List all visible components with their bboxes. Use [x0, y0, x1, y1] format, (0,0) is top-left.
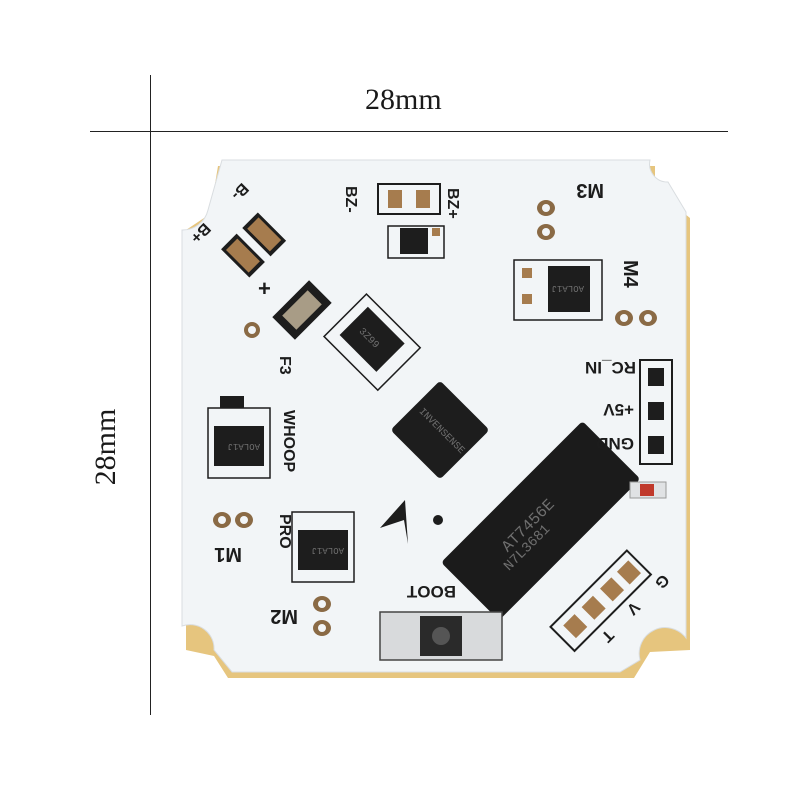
vtx-pads	[549, 549, 653, 653]
rc-in-pads	[639, 359, 673, 465]
motor-pad-m1	[213, 512, 253, 528]
status-led	[629, 481, 667, 499]
label-pro: PRO	[276, 514, 293, 549]
mosfet-m3	[513, 259, 603, 321]
label-m3: M3	[576, 179, 604, 201]
motor-pad-m2	[313, 596, 331, 636]
label-rc-in: RC_IN	[585, 358, 636, 377]
label-boot: BOOT	[406, 582, 456, 601]
label-whoop: WHOOP	[280, 410, 297, 473]
label-gnd: GND	[596, 434, 634, 453]
label-plus5v: +5V	[603, 400, 634, 419]
chip-text-mosfet-c: AOLA1J	[312, 545, 344, 555]
hole-left	[244, 322, 260, 338]
capacitor	[272, 280, 332, 340]
mosfet-left-lower	[291, 511, 355, 583]
label-bz-minus: BZ-	[342, 186, 359, 213]
label-m1: M1	[214, 543, 242, 565]
dimension-line-horizontal	[90, 131, 728, 132]
buzzer-transistor	[387, 225, 445, 259]
mosfet-left-upper	[207, 396, 271, 479]
osd-chip	[442, 422, 639, 619]
dimension-line-vertical	[150, 75, 151, 715]
width-dimension-label: 28mm	[365, 83, 442, 116]
label-plus: +	[258, 276, 271, 301]
gyro-chip	[392, 382, 488, 478]
label-m4: M4	[619, 260, 641, 289]
voltage-regulator	[322, 292, 422, 392]
buzzer-pads	[377, 183, 441, 215]
chip-text-mosfet-b: AOLA1J	[228, 441, 260, 451]
direction-arrow	[380, 500, 408, 544]
motor-pad-m3	[537, 200, 555, 240]
chip-text-mosfet-a: AOLA1J	[552, 283, 584, 293]
battery-pads	[221, 212, 287, 278]
label-version: F3	[276, 356, 293, 375]
label-bz-plus: BZ+	[444, 188, 461, 219]
motor-pad-m4	[615, 310, 657, 326]
boot-button	[379, 611, 503, 661]
label-m2: M2	[270, 605, 298, 627]
